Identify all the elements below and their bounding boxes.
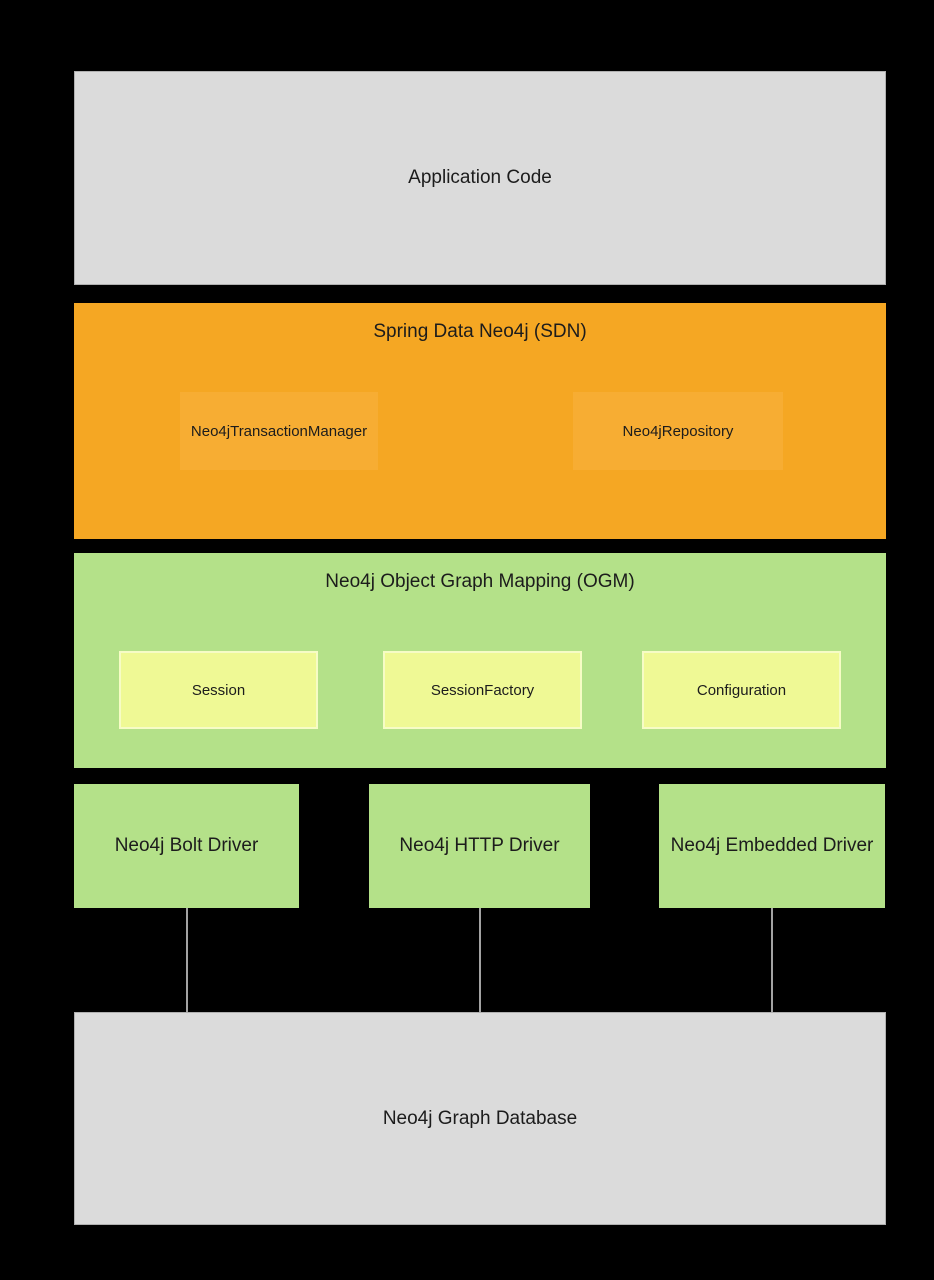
- session-label: Session: [191, 681, 246, 699]
- session-box: Session: [119, 651, 318, 729]
- neo4j-graph-database-layer: Neo4j Graph Database: [74, 1012, 886, 1225]
- bolt-driver-connector-line: [186, 908, 188, 1012]
- neo4j-http-driver-label: Neo4j HTTP Driver: [399, 835, 560, 856]
- application-code-layer: Application Code: [74, 71, 886, 285]
- neo4j-ogm-layer: Neo4j Object Graph Mapping (OGM) Session…: [74, 553, 886, 768]
- configuration-label: Configuration: [696, 681, 787, 699]
- neo4j-repository-box: Neo4jRepository: [573, 392, 783, 470]
- session-factory-box: SessionFactory: [383, 651, 582, 729]
- neo4j-ogm-title: Neo4j Object Graph Mapping (OGM): [325, 571, 635, 592]
- neo4j-transaction-manager-label: Neo4jTransactionManager: [190, 422, 368, 440]
- embedded-driver-connector-line: [771, 908, 773, 1012]
- spring-data-neo4j-title: Spring Data Neo4j (SDN): [373, 321, 587, 342]
- neo4j-http-driver-box: Neo4j HTTP Driver: [369, 784, 590, 908]
- neo4j-bolt-driver-box: Neo4j Bolt Driver: [74, 784, 299, 908]
- session-factory-label: SessionFactory: [430, 681, 535, 699]
- application-code-label: Application Code: [408, 167, 552, 188]
- neo4j-repository-label: Neo4jRepository: [622, 422, 734, 440]
- neo4j-bolt-driver-label: Neo4j Bolt Driver: [114, 835, 259, 856]
- neo4j-transaction-manager-box: Neo4jTransactionManager: [180, 392, 378, 470]
- spring-data-neo4j-layer: Spring Data Neo4j (SDN) Neo4jTransaction…: [74, 303, 886, 539]
- neo4j-embedded-driver-box: Neo4j Embedded Driver: [659, 784, 885, 908]
- configuration-box: Configuration: [642, 651, 841, 729]
- http-driver-connector-line: [479, 908, 481, 1012]
- neo4j-graph-database-label: Neo4j Graph Database: [382, 1107, 578, 1129]
- neo4j-embedded-driver-label: Neo4j Embedded Driver: [670, 835, 874, 856]
